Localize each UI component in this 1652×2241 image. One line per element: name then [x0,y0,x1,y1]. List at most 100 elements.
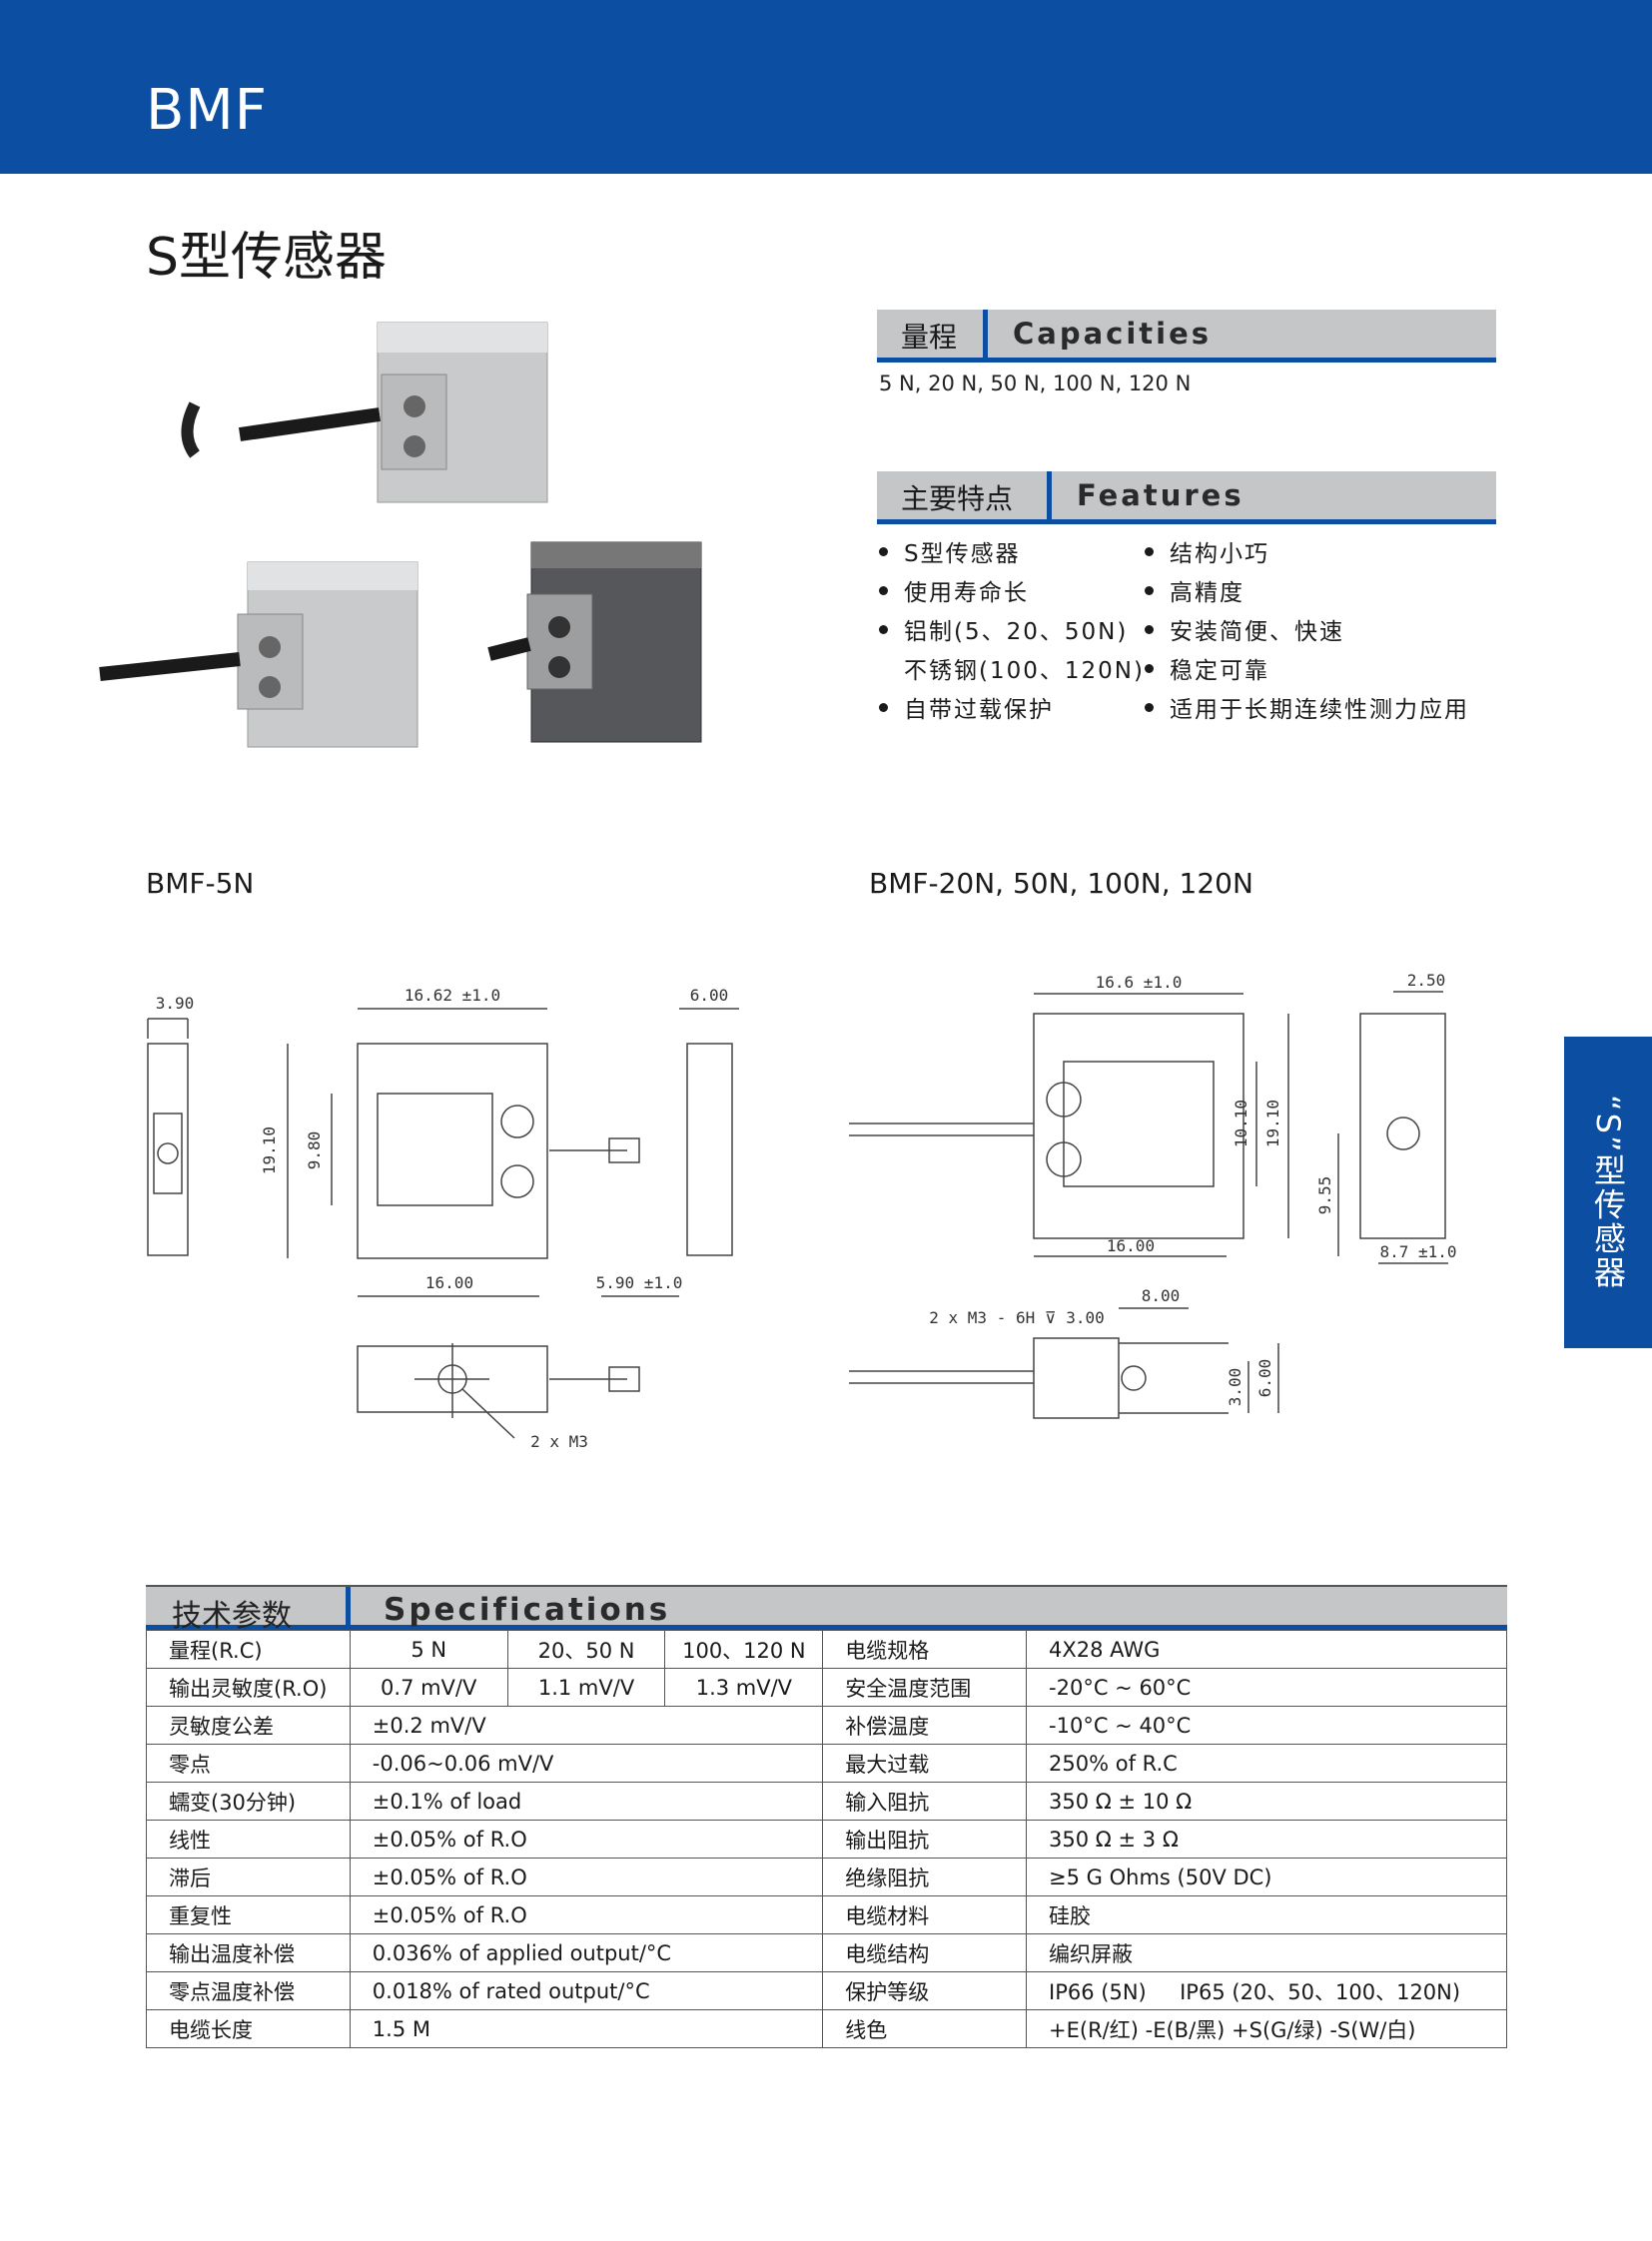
feature-item: 自带过载保护 [879,690,1054,724]
spec-label: 输出阻抗 [822,1820,1028,1859]
spec-value: 1.5 M [349,2009,824,2048]
dim-thread: 2 x M3 [530,1432,588,1451]
feature-item: 稳定可靠 [1145,651,1269,685]
table-row: 输出灵敏度(R.O) 0.7 mV/V 1.1 mV/V 1.3 mV/V 安全… [146,1668,1507,1707]
model-label-right: BMF-20N, 50N, 100N, 120N [869,867,1253,900]
dim-h3: 9.55 [1315,1176,1334,1215]
spec-label: 灵敏度公差 [146,1706,351,1745]
capacities-header: 量程 Capacities [877,310,1496,363]
spec-value: 20、50 N [506,1630,666,1669]
product-photo-left [99,561,418,748]
table-row: 量程(R.C) 5 N 20、50 N 100、120 N 电缆规格 4X28 … [146,1630,1507,1669]
header-bar [0,0,1652,174]
spec-label: 量程(R.C) [146,1630,351,1669]
spec-label: 输入阻抗 [822,1782,1028,1821]
table-row: 零点温度补偿 0.018% of rated output/°C 保护等级 IP… [146,1971,1507,2010]
feature-item: 结构小巧 [1145,534,1269,568]
spec-label: 电缆规格 [822,1630,1028,1669]
spec-value: +E(R/红) -E(B/黑) +S(G/绿) -S(W/白) [1026,2009,1507,2048]
dim-top-width: 16.62 ±1.0 [405,986,500,1005]
side-view: 2.50 9.55 8.7 ±1.0 [1315,971,1457,1264]
bullet-icon [1145,547,1154,556]
dim-cable-offset: 5.90 ±1.0 [596,1273,683,1292]
spec-label: 输出灵敏度(R.O) [146,1668,351,1707]
dim-side-width: 8.7 ±1.0 [1379,1242,1456,1261]
specs-label-cn: 技术参数 [172,1599,292,1634]
table-row: 零点 -0.06~0.06 mV/V 最大过载 250% of R.C [146,1744,1507,1783]
feature-item: S型传感器 [879,534,1021,568]
dim-side-width: 3.90 [156,994,195,1013]
product-photo-right [487,541,702,743]
dim-top-width: 16.6 ±1.0 [1096,973,1183,992]
spec-value: 5 N [349,1630,508,1669]
bullet-icon [879,586,888,595]
bullet-icon [1145,703,1154,712]
capacities-label-cn: 量程 [901,321,958,354]
page-subtitle: S型传感器 [146,228,388,288]
spec-value: 1.1 mV/V [506,1668,666,1707]
spec-value: 100、120 N [664,1630,824,1669]
features-label-cn: 主要特点 [901,482,1014,515]
product-photo-top [181,322,548,503]
end-view: 6.00 [679,986,739,1256]
header-title: BMF [146,78,268,143]
specs-label-en: Specifications [384,1592,671,1628]
spec-value: 0.018% of rated output/°C [349,1971,824,2010]
bullet-icon [879,625,888,634]
spec-label: 绝缘阻抗 [822,1858,1028,1896]
spec-value: -20°C ~ 60°C [1026,1668,1507,1707]
spec-label: 线色 [822,2009,1028,2048]
feature-item: 使用寿命长 [879,573,1029,607]
capacities-text: 5 N, 20 N, 50 N, 100 N, 120 N [879,372,1192,395]
spec-label: 输出温度补偿 [146,1933,351,1972]
dim-thickness: 2.50 [1407,971,1446,990]
specs-divider [346,1587,351,1627]
dim-depth: 6.00 [690,986,729,1005]
capacities-divider [983,310,988,358]
table-row: 输出温度补偿 0.036% of applied output/°C 电缆结构 … [146,1933,1507,1972]
spec-value: ±0.1% of load [349,1782,824,1821]
bullet-icon [879,547,888,556]
side-view: 3.90 [147,994,195,1256]
table-row: 滞后 ±0.05% of R.O 绝缘阻抗 ≥5 G Ohms (50V DC) [146,1858,1507,1896]
capacities-label-en: Capacities [1013,317,1213,351]
model-label-left: BMF-5N [146,867,255,900]
spec-value: ≥5 G Ohms (50V DC) [1026,1858,1507,1896]
spec-label: 蠕变(30分钟) [146,1782,351,1821]
feature-item: 安装简便、快速 [1145,612,1344,646]
spec-value: 0.036% of applied output/°C [349,1933,824,1972]
specs-header: 技术参数 Specifications [146,1585,1507,1634]
side-tab-label: “S”型传感器 [1589,1095,1627,1290]
front-view: 16.6 ±1.0 16.00 10.10 19.10 [849,973,1289,1257]
features-label-en: Features [1077,478,1244,512]
spec-label: 零点温度补偿 [146,1971,351,2010]
spec-value: 250% of R.C [1026,1744,1507,1783]
dim-offset: 8.00 [1142,1286,1181,1305]
spec-label: 补偿温度 [822,1706,1028,1745]
spec-label: 线性 [146,1820,351,1859]
feature-item: 高精度 [1145,573,1244,607]
spec-value: IP66 (5N) IP65 (20、50、100、120N) [1026,1971,1507,2010]
dim-bottom-width: 16.00 [425,1273,473,1292]
spec-label: 电缆材料 [822,1895,1028,1934]
table-row: 电缆长度 1.5 M 线色 +E(R/红) -E(B/黑) +S(G/绿) -S… [146,2009,1507,2048]
bottom-view: 2 x M3 [357,1343,640,1451]
features-header: 主要特点 Features [877,471,1496,524]
drawing-bmf-5n: 3.90 16.62 ±1.0 19.10 9.80 16.00 5.90 ±1… [147,986,739,1451]
spec-label: 安全温度范围 [822,1668,1028,1707]
bullet-icon [1145,664,1154,673]
spec-value: 1.3 mV/V [664,1668,824,1707]
dim-h1: 10.10 [1232,1100,1250,1147]
dim-inner-height: 9.80 [305,1131,324,1170]
dim-thread: 2 x M3 - 6H ⊽ 3.00 [929,1308,1104,1327]
spec-label: 电缆结构 [822,1933,1028,1972]
spec-label: 最大过载 [822,1744,1028,1783]
table-row: 蠕变(30分钟) ±0.1% of load 输入阻抗 350 Ω ± 10 Ω [146,1782,1507,1821]
spec-value: 4X28 AWG [1026,1630,1507,1669]
dim-bottom-width: 16.00 [1107,1236,1155,1255]
bullet-icon [879,703,888,712]
feature-item-continued: 不锈钢(100、120N) [904,658,1145,684]
spec-label: 保护等级 [822,1971,1028,2010]
spec-value: ±0.2 mV/V [349,1706,824,1745]
spec-value: 350 Ω ± 10 Ω [1026,1782,1507,1821]
